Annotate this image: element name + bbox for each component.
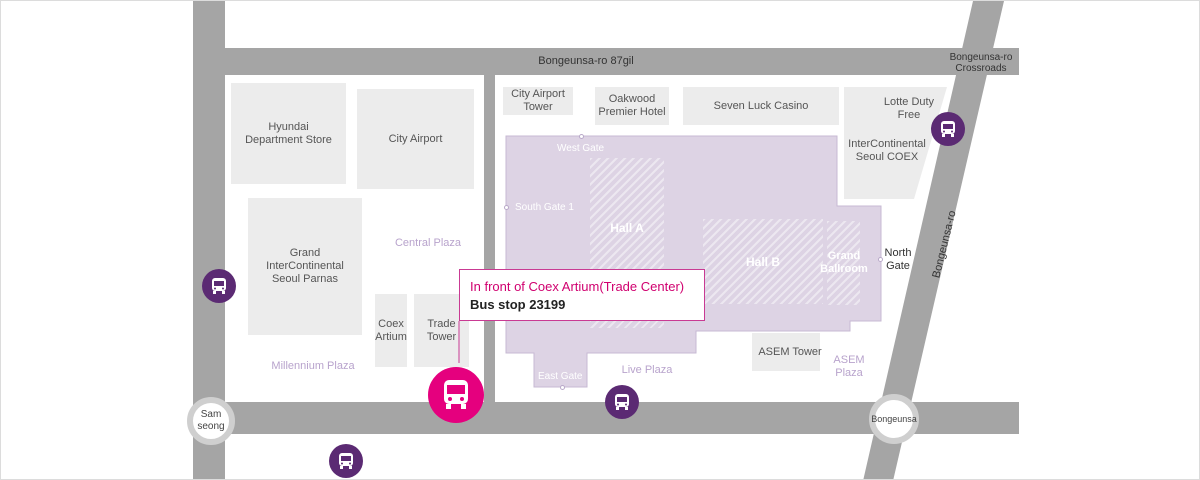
label-hall-b: Hall B [745,254,780,269]
label-lotte-duty-free: Lotte Duty Free [883,96,935,121]
gate-marker-east [560,385,565,390]
label-live-plaza: Live Plaza [621,364,673,376]
building-grand-intercontinental [248,198,362,335]
bus-stop-icon[interactable] [202,269,236,303]
label-north-gate: North Gate [884,247,912,272]
label-city-airport-tower: City Airport Tower [511,88,565,113]
label-millennium-plaza: Millennium Plaza [271,360,355,372]
bus-stop-callout: In front of Coex Artium(Trade Center) Bu… [459,269,705,321]
bus-stop-icon[interactable] [931,112,965,146]
label-asem-tower: ASEM Tower [758,345,822,358]
callout-title: In front of Coex Artium(Trade Center) [470,279,685,294]
bus-icon [615,394,629,410]
label-south-gate-1: South Gate 1 [515,202,574,213]
hall-b-area [703,219,823,304]
highlighted-bus-stop-icon[interactable] [428,367,484,423]
road-middle-vertical [484,75,495,403]
grand-ballroom-area [827,221,860,305]
label-central-plaza: Central Plaza [394,237,462,249]
building-city-airport [357,89,474,189]
building-oakwood [595,87,669,125]
building-city-airport-tower [503,87,573,115]
bus-icon [444,380,468,409]
gate-marker-north [878,257,883,262]
bus-stop-icon[interactable] [605,385,639,419]
building-hyundai [231,83,346,184]
bus-icon [212,278,226,294]
bus-icon [339,453,353,469]
label-intercontinental-seoul-coex: InterContinental Seoul COEX [848,138,926,163]
label-hall-a: Hall A [610,220,644,235]
bus-icon [941,121,955,137]
road-label-crossroads: Bongeunsa-ro Crossroads [949,52,1013,74]
callout-bus-stop-number: Bus stop 23199 [470,297,566,312]
label-grand-ballroom: Grand Ballroom [820,250,868,275]
bus-stop-icon[interactable] [329,444,363,478]
label-trade-tower: Trade Tower [426,317,457,343]
label-grand-intercontinental: Grand InterContinental Seoul Parnas [266,247,344,285]
gate-marker-south [504,205,509,210]
label-coex-artium: Coex Artium [375,317,407,343]
building-seven-luck-casino [683,87,839,125]
label-hyundai-department-store: Hyundai Department Store [245,120,332,146]
gate-marker-west [579,134,584,139]
label-city-airport: City Airport [388,132,443,145]
subway-station-bongeunsa[interactable]: Bongeunsa [869,394,919,444]
building-asem-tower [752,333,820,371]
building-coex-artium [375,294,407,367]
label-east-gate: East Gate [538,371,583,382]
road-label-bongeunsa-ro-87gil: Bongeunsa-ro 87gil [538,55,634,67]
label-asem-plaza: ASEM Plaza [833,354,865,379]
label-west-gate: West Gate [557,143,605,154]
label-oakwood-premier-hotel: Oakwood Premier Hotel [598,93,666,118]
road-top [193,48,1019,75]
subway-station-samseong[interactable]: Sam seong [187,397,235,445]
label-seven-luck-casino: Seven Luck Casino [713,99,809,112]
